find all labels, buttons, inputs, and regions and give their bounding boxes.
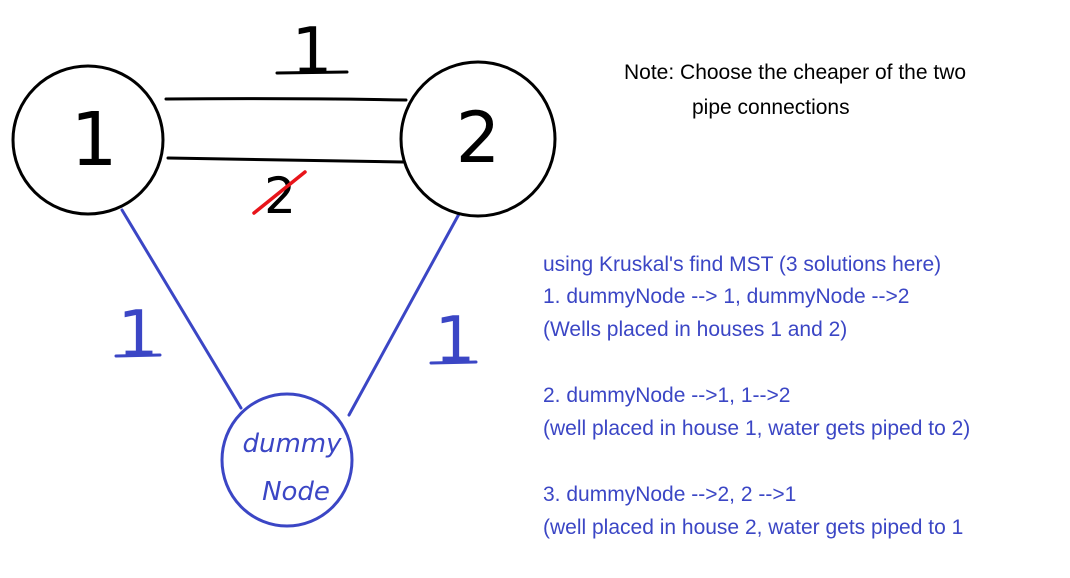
solution-3-line-1: 3. dummyNode -->2, 2 -->1 — [543, 483, 797, 506]
edge-node1-dummy — [120, 208, 243, 410]
note-line-2: pipe connections — [692, 96, 850, 119]
edge-left-weight: 1 — [118, 298, 159, 372]
solution-1-line-2: (Wells placed in houses 1 and 2) — [543, 318, 848, 341]
edge-bottom-pipe — [166, 156, 405, 164]
edge-bottom-weight: 2 — [264, 167, 296, 225]
dummy-node-label-line1: dummy — [242, 429, 342, 459]
node-1-label: 1 — [70, 97, 117, 183]
edge-top-pipe — [164, 97, 408, 102]
edge-top-weight-underline — [275, 70, 349, 75]
edge-node2-dummy — [347, 212, 461, 417]
solution-3-line-2: (well placed in house 2, water gets pipe… — [543, 516, 964, 539]
solution-1-line-1: 1. dummyNode --> 1, dummyNode -->2 — [543, 285, 910, 308]
solution-2-line-2: (well placed in house 1, water gets pipe… — [543, 417, 971, 440]
note-line-1: Note: Choose the cheaper of the two — [624, 61, 967, 84]
node-2-circle — [399, 60, 557, 218]
node-1-circle — [11, 64, 165, 216]
edge-top-weight: 1 — [292, 15, 333, 89]
solution-2-line-1: 2. dummyNode -->1, 1-->2 — [543, 384, 791, 407]
edge-right-weight-underline — [429, 360, 478, 365]
edge-bottom-weight-strike — [252, 170, 307, 215]
dummy-node-circle — [220, 392, 354, 528]
dummy-node-label-line2: Node — [262, 477, 330, 507]
node-2-label: 2 — [456, 97, 501, 179]
edge-left-weight-underline — [114, 353, 162, 358]
explanation-header: using Kruskal's find MST (3 solutions he… — [543, 253, 942, 276]
edge-right-weight: 1 — [435, 304, 476, 378]
